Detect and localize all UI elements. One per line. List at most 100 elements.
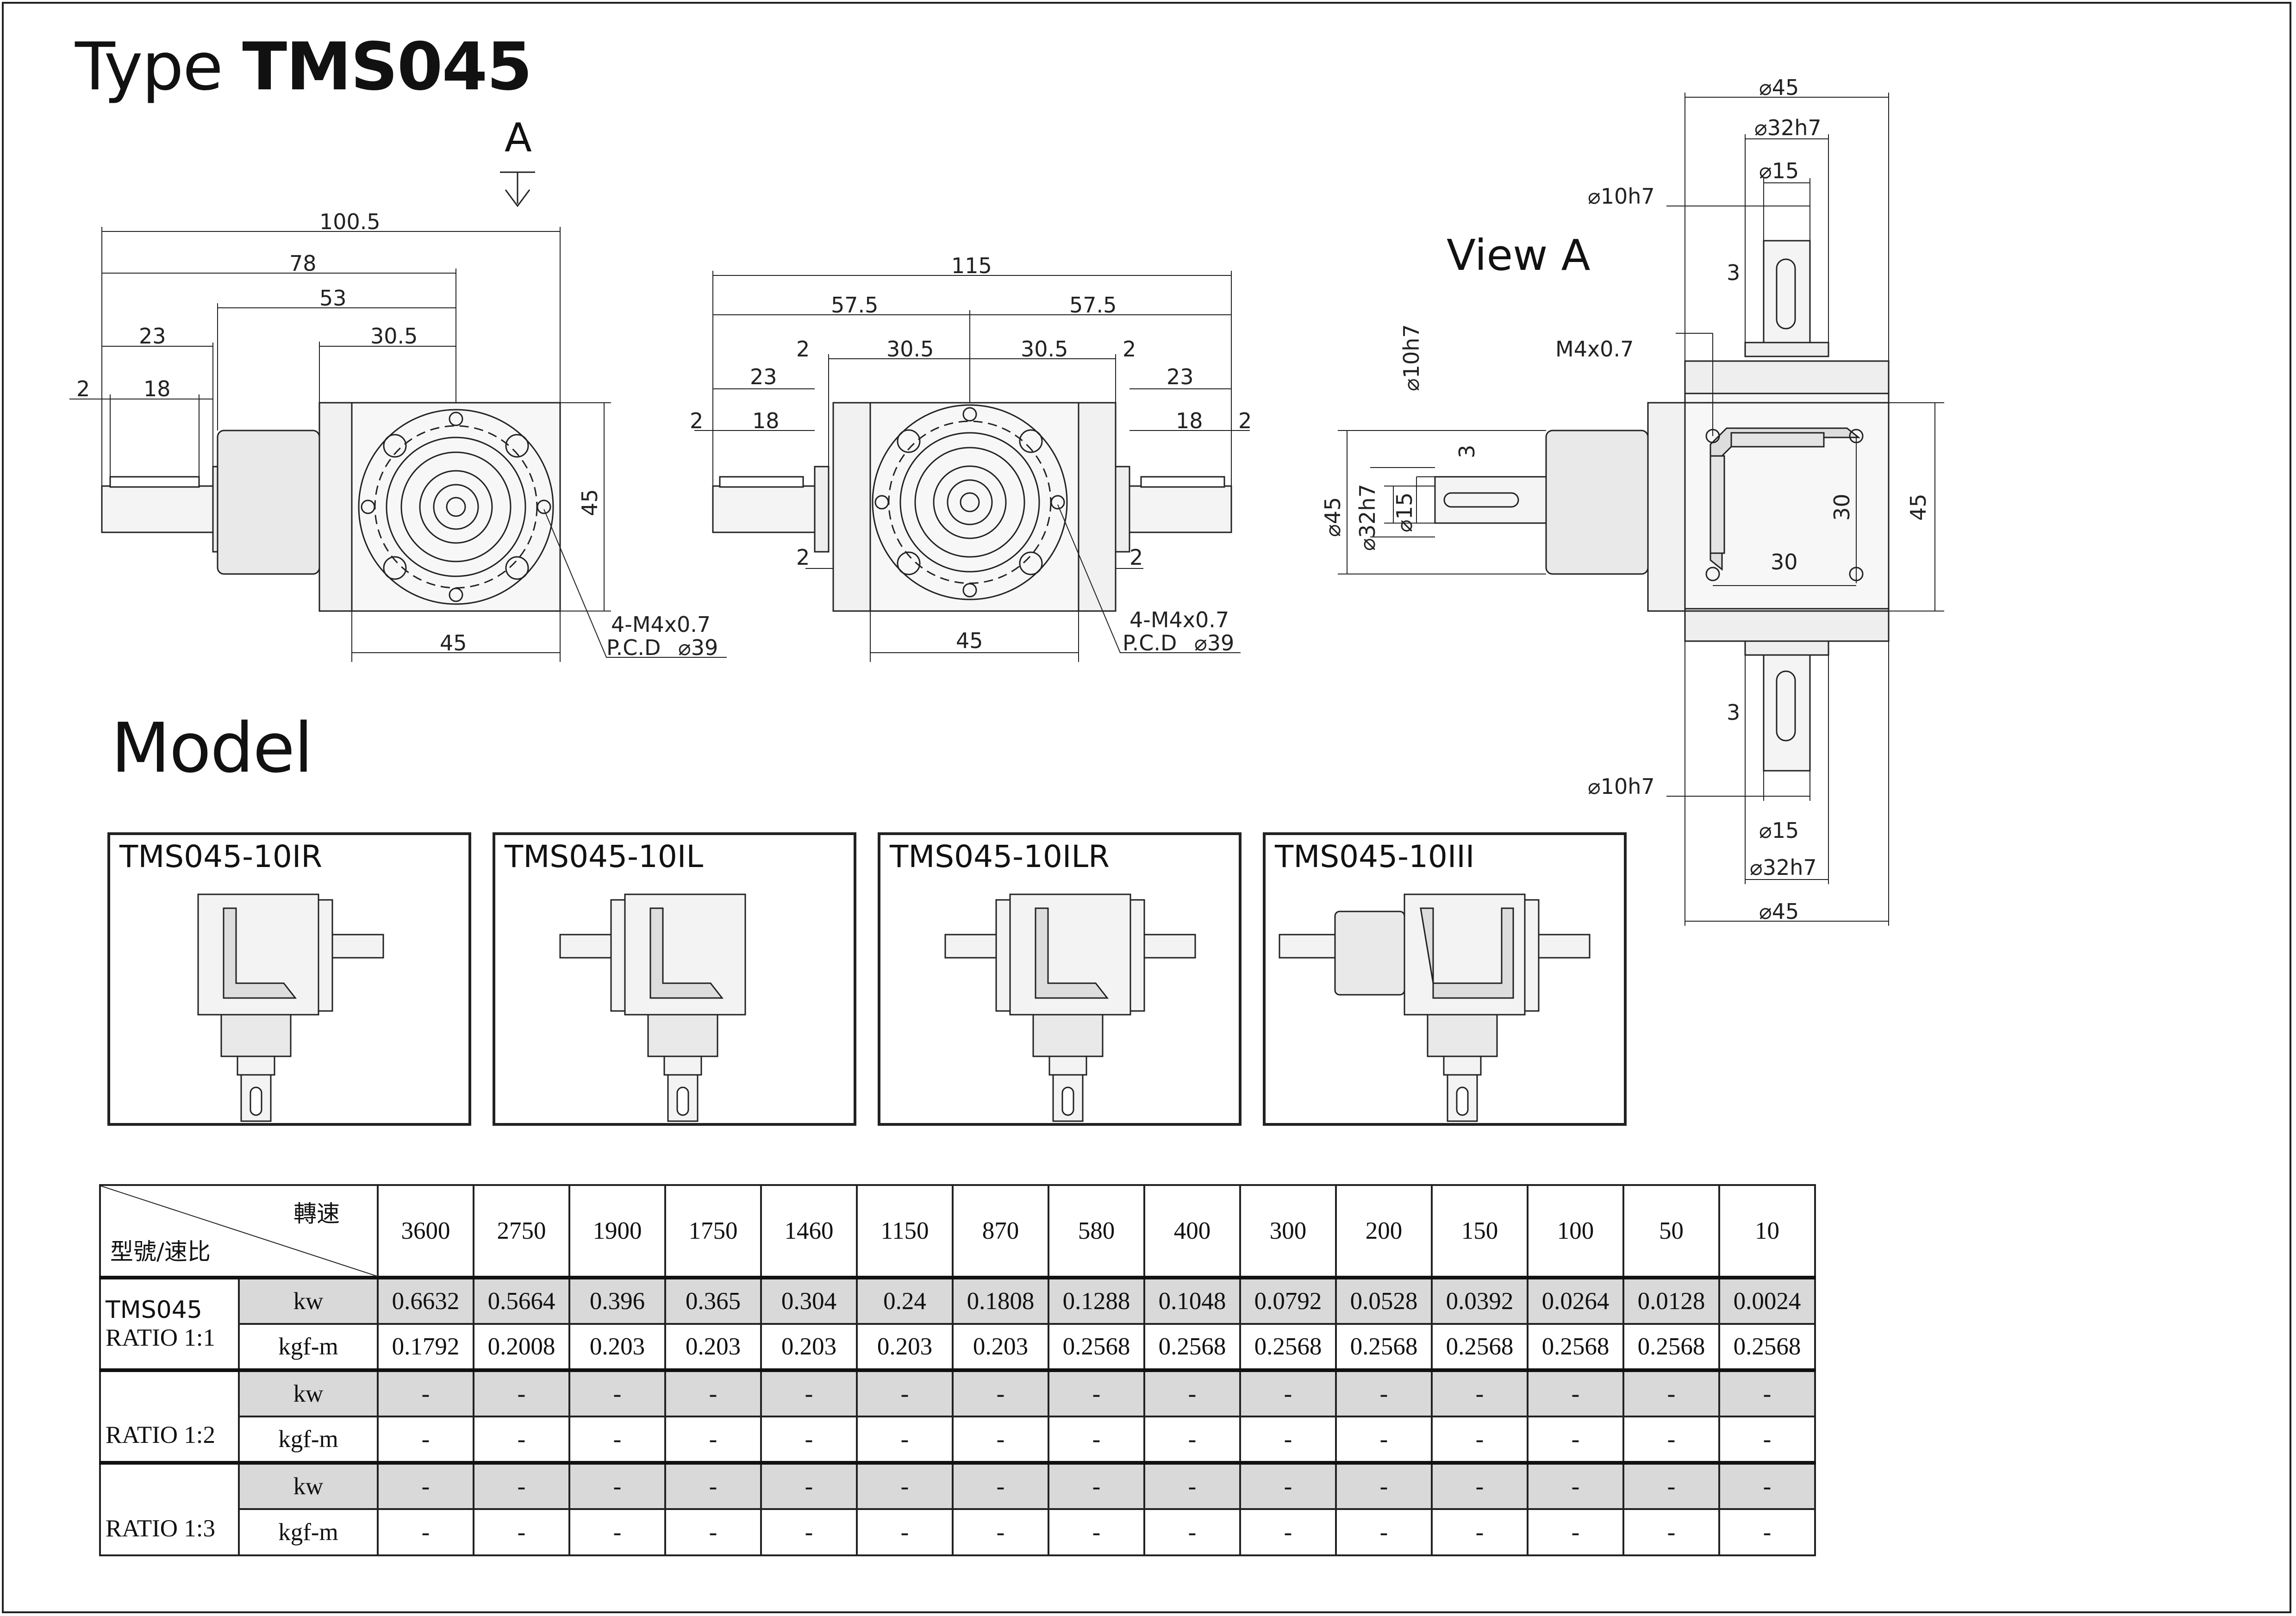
va-dim-15-left: ⌀15 — [1392, 493, 1417, 532]
value-cell: 0.365 — [664, 1276, 762, 1325]
value-cell: - — [1718, 1416, 1816, 1464]
dim-45-right: 45 — [577, 489, 602, 516]
value-cell: - — [1143, 1508, 1241, 1556]
dim-78: 78 — [289, 251, 317, 276]
value-cell: 0.2568 — [1143, 1323, 1241, 1371]
va-dim-45-bottom: ⌀45 — [1759, 899, 1799, 924]
value-cell: - — [1335, 1416, 1433, 1464]
unit-cell: kw — [238, 1461, 379, 1510]
pcd-note: P.C.D — [606, 635, 661, 660]
unit-cell: kgf-m — [238, 1323, 379, 1371]
speed-header: 50 — [1622, 1184, 1720, 1279]
value-cell: - — [568, 1461, 666, 1510]
value-cell: - — [377, 1416, 474, 1464]
ratio-label: RATIO 1:2 — [106, 1422, 216, 1448]
value-cell: - — [1048, 1461, 1145, 1510]
value-cell: - — [1143, 1416, 1241, 1464]
va-dim-32h7-top: ⌀32h7 — [1754, 115, 1822, 140]
value-cell: - — [1718, 1461, 1816, 1510]
model-illustration — [559, 893, 746, 1122]
value-cell: - — [473, 1416, 570, 1464]
dim-2: 2 — [76, 376, 90, 401]
value-cell: - — [856, 1461, 954, 1510]
value-cell: - — [1239, 1508, 1337, 1556]
value-cell: 0.6632 — [377, 1276, 474, 1325]
dim-23-left: 23 — [750, 364, 777, 389]
value-cell: - — [377, 1461, 474, 1510]
speed-header: 100 — [1527, 1184, 1624, 1279]
value-cell: - — [1431, 1461, 1529, 1510]
va-dim-15-top: ⌀15 — [1759, 158, 1799, 183]
value-cell: 0.304 — [760, 1276, 858, 1325]
model-code: TMS045 — [106, 1296, 202, 1324]
value-cell: - — [377, 1368, 474, 1417]
value-cell: - — [1622, 1368, 1720, 1417]
model-illustration — [944, 893, 1196, 1122]
dim-23: 23 — [139, 324, 166, 349]
dim-2-top-left: 2 — [796, 337, 810, 362]
view-arrow-letter: A — [505, 115, 532, 161]
dim-57-5-right: 57.5 — [1069, 293, 1117, 318]
va-dim-3-left: 3 — [1454, 445, 1479, 458]
value-cell: - — [952, 1368, 1049, 1417]
value-cell: - — [1239, 1416, 1337, 1464]
table-corner: 轉速型號/速比 — [99, 1184, 379, 1279]
dim-115: 115 — [951, 253, 992, 278]
model-card-10ir: TMS045-10IR — [107, 832, 471, 1126]
value-cell: 0.5664 — [473, 1276, 570, 1325]
dim-57-5-left: 57.5 — [831, 293, 878, 318]
value-cell: - — [664, 1416, 762, 1464]
unit-cell: kgf-m — [238, 1416, 379, 1464]
value-cell: - — [1335, 1461, 1433, 1510]
drawing-view-a: ⌀45 ⌀32h7 ⌀15 ⌀10h7 3 ⌀10h7 3 ⌀45 ⌀32h7 … — [1320, 75, 1944, 926]
value-cell: - — [1527, 1461, 1624, 1510]
value-cell: 0.203 — [664, 1323, 762, 1371]
value-cell: 0.2568 — [1431, 1323, 1529, 1371]
value-cell: 0.203 — [568, 1323, 666, 1371]
value-cell: - — [1527, 1508, 1624, 1556]
va-dim-32h7-bottom: ⌀32h7 — [1750, 855, 1817, 880]
value-cell: - — [1048, 1416, 1145, 1464]
va-dim-32h7-left: ⌀32h7 — [1355, 484, 1380, 551]
va-dim-30-vert: 30 — [1829, 493, 1854, 521]
value-cell: - — [1718, 1368, 1816, 1417]
speed-header: 1150 — [856, 1184, 954, 1279]
value-cell: 0.0792 — [1239, 1276, 1337, 1325]
value-cell: 0.2568 — [1335, 1323, 1433, 1371]
value-cell: 0.0392 — [1431, 1276, 1529, 1325]
speed-header: 870 — [952, 1184, 1049, 1279]
value-cell: 0.2008 — [473, 1323, 570, 1371]
speed-header: 1900 — [568, 1184, 666, 1279]
speed-header: 300 — [1239, 1184, 1337, 1279]
va-dim-3-top: 3 — [1727, 260, 1740, 285]
speed-header: 3600 — [377, 1184, 474, 1279]
value-cell: 0.0528 — [1335, 1276, 1433, 1325]
value-cell: - — [760, 1461, 858, 1510]
value-cell: - — [1431, 1416, 1529, 1464]
speed-header: 200 — [1335, 1184, 1433, 1279]
model-label: TMS045-10IL — [505, 839, 704, 874]
pcd-value-2: ⌀39 — [1194, 630, 1234, 655]
value-cell: - — [568, 1508, 666, 1556]
value-cell: - — [1048, 1508, 1145, 1556]
unit-cell: kgf-m — [238, 1508, 379, 1556]
pcd-value: ⌀39 — [678, 635, 718, 660]
value-cell: - — [1527, 1416, 1624, 1464]
value-cell: - — [1335, 1508, 1433, 1556]
speed-header: 1460 — [760, 1184, 858, 1279]
va-dim-10h7-bottom: ⌀10h7 — [1588, 774, 1655, 799]
corner-model-label: 型號/速比 — [110, 1238, 211, 1265]
value-cell: - — [1239, 1368, 1337, 1417]
value-cell: - — [1622, 1416, 1720, 1464]
model-label: TMS045-10IR — [119, 839, 323, 874]
drawing-dual-view: 115 57.5 57.5 23 23 2 30.5 30.5 2 2 18 1… — [690, 253, 1252, 662]
value-cell: - — [568, 1416, 666, 1464]
dim-2-low-right: 2 — [1129, 545, 1143, 570]
thread-note: 4-M4x0.7 — [611, 612, 711, 637]
speed-header: 2750 — [473, 1184, 570, 1279]
speed-header: 400 — [1143, 1184, 1241, 1279]
ratio-label: RATIO 1:1 — [106, 1324, 216, 1351]
value-cell: - — [1622, 1508, 1720, 1556]
